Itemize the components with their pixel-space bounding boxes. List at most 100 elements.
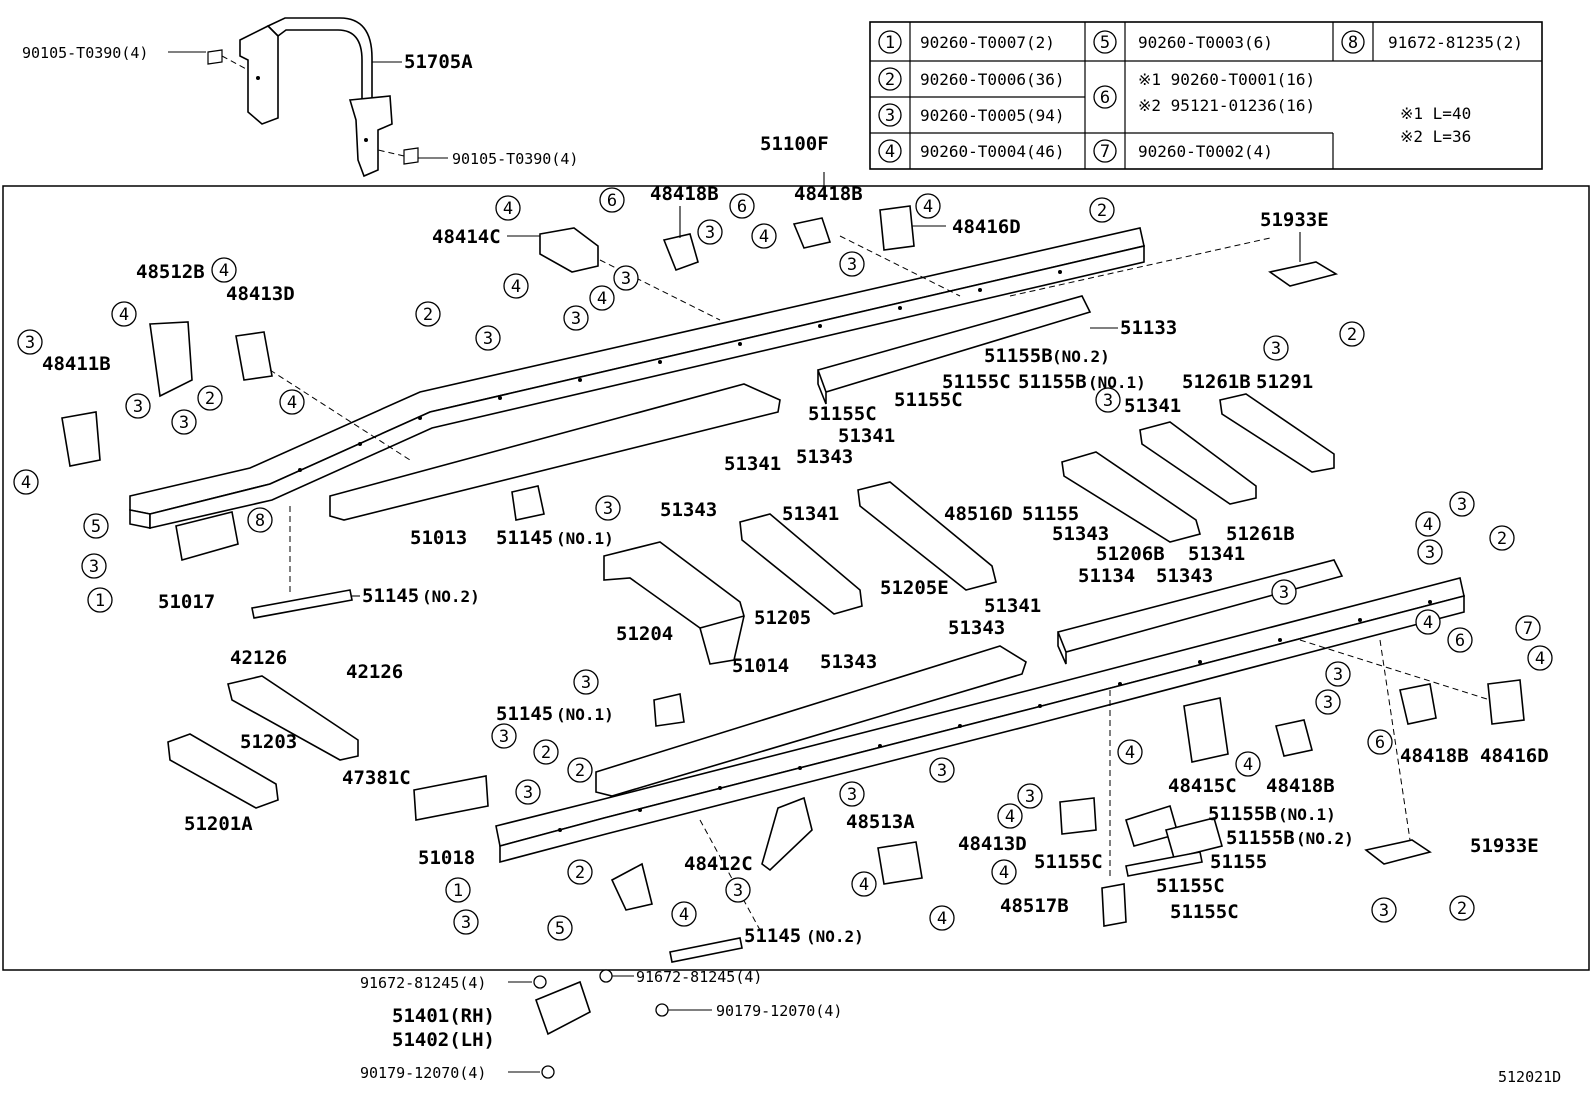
bracket-48517b bbox=[1101, 883, 1127, 927]
frame-rail-lower-right bbox=[495, 577, 1465, 864]
callout: 4 bbox=[13, 469, 39, 495]
callout: 6 bbox=[729, 193, 755, 219]
label-48517b: 48517B bbox=[1000, 895, 1069, 917]
callout: 2 bbox=[1339, 321, 1365, 347]
plate-51933e-1 bbox=[1268, 261, 1339, 287]
callout: 4 bbox=[211, 257, 237, 283]
svg-text:6: 6 bbox=[737, 197, 747, 217]
callout: 3 bbox=[81, 553, 107, 579]
plate-51933e-2 bbox=[1364, 839, 1432, 865]
callout: 4 bbox=[1527, 645, 1553, 671]
label-51203: 51203 bbox=[240, 731, 297, 753]
svg-text:3: 3 bbox=[461, 913, 471, 933]
rail-51014 bbox=[595, 645, 1027, 797]
svg-text:4: 4 bbox=[597, 289, 607, 309]
callout: 2 bbox=[1489, 525, 1515, 551]
callout: 3 bbox=[697, 219, 723, 245]
label-51155b-no1: 51155B bbox=[1018, 371, 1087, 393]
svg-text:3: 3 bbox=[581, 673, 591, 693]
bracket-48418b-1 bbox=[662, 233, 699, 272]
svg-text:3: 3 bbox=[523, 783, 533, 803]
callout: 3 bbox=[1263, 335, 1289, 361]
callout: 3 bbox=[573, 669, 599, 695]
label-51341-a: 51341 bbox=[1124, 395, 1181, 417]
label-48513a: 48513A bbox=[846, 811, 915, 833]
label-48418b-1: 48418B bbox=[650, 183, 719, 205]
svg-text:4: 4 bbox=[1243, 755, 1253, 775]
label-no2-a: (NO.2) bbox=[1052, 347, 1110, 366]
callout: 3 bbox=[1371, 897, 1397, 923]
callout: 8 bbox=[247, 507, 273, 533]
label-51145-no2-a: 51145 bbox=[362, 585, 419, 607]
callout: 6 bbox=[1447, 627, 1473, 653]
callout: 3 bbox=[929, 757, 955, 783]
bracket-48513a bbox=[761, 796, 813, 872]
crossmember-51206b bbox=[1061, 451, 1201, 543]
label-51402: 51402(LH) bbox=[392, 1029, 495, 1051]
svg-text:8: 8 bbox=[255, 511, 265, 531]
strap-51155 bbox=[1125, 851, 1203, 877]
callout: 4 bbox=[751, 223, 777, 249]
gusset-51145-no1-a bbox=[511, 485, 545, 521]
label-51155c-c: 51155C bbox=[808, 403, 877, 425]
callout: 4 bbox=[495, 195, 521, 221]
svg-text:3: 3 bbox=[937, 761, 947, 781]
callout: 3 bbox=[1417, 539, 1443, 565]
svg-text:3: 3 bbox=[483, 329, 493, 349]
callout: 4 bbox=[1415, 609, 1441, 635]
svg-text:3: 3 bbox=[1379, 901, 1389, 921]
callout: 2 bbox=[567, 859, 593, 885]
rail-51133 bbox=[816, 295, 1092, 405]
label-48512b: 48512B bbox=[136, 261, 205, 283]
svg-text:3: 3 bbox=[847, 785, 857, 805]
svg-text:4: 4 bbox=[1535, 649, 1545, 669]
legend-part-6a: ※1 90260-T0001(16) bbox=[1138, 70, 1315, 89]
legend-num-8: 8 bbox=[1348, 33, 1358, 53]
label-51155c-d: 51155C bbox=[1034, 851, 1103, 873]
label-51205e: 51205E bbox=[880, 577, 949, 599]
svg-text:4: 4 bbox=[1005, 807, 1015, 827]
gusset-51145-no1-b bbox=[653, 693, 685, 727]
svg-text:4: 4 bbox=[859, 875, 869, 895]
callout: 3 bbox=[1325, 661, 1351, 687]
callout: 3 bbox=[1017, 783, 1043, 809]
svg-text:4: 4 bbox=[1423, 515, 1433, 535]
label-no1-c: (NO.1) bbox=[556, 705, 614, 724]
callout: 4 bbox=[1415, 511, 1441, 537]
label-90105-t0390-a: 90105-T0390(4) bbox=[22, 44, 148, 62]
label-48418b-3: 48418B bbox=[1266, 775, 1335, 797]
label-51145-no1-a: 51145 bbox=[496, 527, 553, 549]
bracket-48413d-1 bbox=[235, 331, 273, 381]
callout: 3 bbox=[1271, 579, 1297, 605]
callout: 3 bbox=[613, 265, 639, 291]
svg-text:3: 3 bbox=[733, 881, 743, 901]
label-51155-b: 51155 bbox=[1210, 851, 1267, 873]
rail-51134 bbox=[1056, 559, 1344, 665]
svg-text:4: 4 bbox=[511, 277, 521, 297]
callout: 6 bbox=[1367, 729, 1393, 755]
label-48416d-2: 48416D bbox=[1480, 745, 1549, 767]
callout: 4 bbox=[997, 803, 1023, 829]
bracket-48418b-3 bbox=[1275, 719, 1313, 757]
crossmember-51205 bbox=[739, 513, 863, 615]
label-51155: 51155 bbox=[1022, 503, 1079, 525]
svg-text:4: 4 bbox=[287, 393, 297, 413]
label-no1-a: (NO.1) bbox=[1088, 373, 1146, 392]
svg-text:5: 5 bbox=[91, 517, 101, 537]
label-48418b-4: 48418B bbox=[1400, 745, 1469, 767]
svg-text:1: 1 bbox=[453, 881, 463, 901]
callout: 3 bbox=[595, 495, 621, 521]
svg-text:4: 4 bbox=[1125, 743, 1135, 763]
label-51014: 51014 bbox=[732, 655, 789, 677]
label-48516d: 48516D bbox=[944, 503, 1013, 525]
bracket-51401 bbox=[534, 980, 591, 1036]
rail-51013 bbox=[329, 383, 781, 521]
svg-text:3: 3 bbox=[499, 727, 509, 747]
label-51155b-no2-b: 51155B bbox=[1226, 827, 1295, 849]
label-51145-no1-b: 51145 bbox=[496, 703, 553, 725]
label-51100f: 51100F bbox=[760, 133, 829, 155]
callout: 3 bbox=[17, 329, 43, 355]
svg-text:3: 3 bbox=[621, 269, 631, 289]
label-51341-b: 51341 bbox=[838, 425, 895, 447]
callout: 3 bbox=[475, 325, 501, 351]
